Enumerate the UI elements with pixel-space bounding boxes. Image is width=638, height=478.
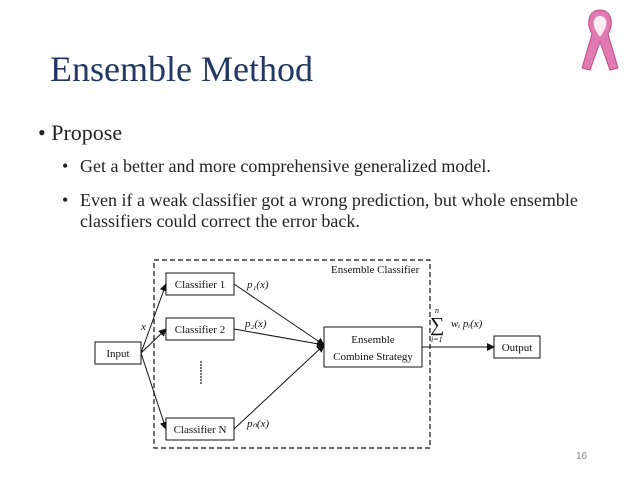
sum-term: wᵢ pᵢ(x) (451, 318, 483, 330)
combiner-line1: Ensemble (351, 334, 394, 346)
bullet-level2-item: • Get a better and more comprehensive ge… (62, 156, 620, 177)
bullet-dot: • (38, 120, 46, 145)
arrow-classifier-n-combiner (233, 344, 325, 430)
prob-label-n: pₙ(x) (246, 418, 269, 430)
sum-upper: n (435, 306, 439, 315)
arrow-input-classifier-n (140, 352, 168, 430)
arrow-classifier-2-combiner (233, 328, 325, 348)
sum-lower: i=1 (431, 335, 443, 344)
sum-symbol: ∑ (430, 314, 444, 336)
input-variable: x (140, 321, 146, 333)
page-number: 16 (576, 451, 588, 462)
classifier-2-label: Classifier 2 (175, 324, 225, 336)
prob-label-1: p₁(x) (246, 279, 269, 291)
bullet-dot: • (62, 190, 69, 210)
classifier-n-label: Classifier N (174, 424, 227, 436)
bullet-level2-text: Get a better and more comprehensive gene… (80, 156, 491, 176)
pink-awareness-ribbon-icon (581, 9, 619, 71)
bullet-level2-item: • Even if a weak classifier got a wrong … (62, 190, 620, 232)
ellipsis-dots (200, 361, 202, 384)
bullet-dot: • (62, 156, 69, 176)
prob-label-2: p₂(x) (244, 318, 267, 330)
bullet-level2-text: Even if a weak classifier got a wrong pr… (80, 190, 578, 231)
combiner-box (323, 326, 423, 368)
combiner-line2: Combine Strategy (333, 351, 413, 363)
classifier-1-label: Classifier 1 (175, 279, 225, 291)
output-label: Output (502, 342, 533, 354)
arrow-input-classifier-2 (140, 328, 167, 354)
bullet-level1: • Propose (38, 120, 122, 146)
ensemble-container-label: Ensemble Classifier (331, 264, 420, 276)
slide-title: Ensemble Method (50, 49, 313, 89)
arrow-classifier-1-combiner (233, 283, 325, 346)
output-box (493, 335, 541, 359)
bullet-level1-text: Propose (51, 120, 123, 145)
input-label: Input (106, 348, 129, 360)
arrow-input-classifier-1 (140, 283, 168, 354)
ensemble-container (153, 259, 431, 449)
